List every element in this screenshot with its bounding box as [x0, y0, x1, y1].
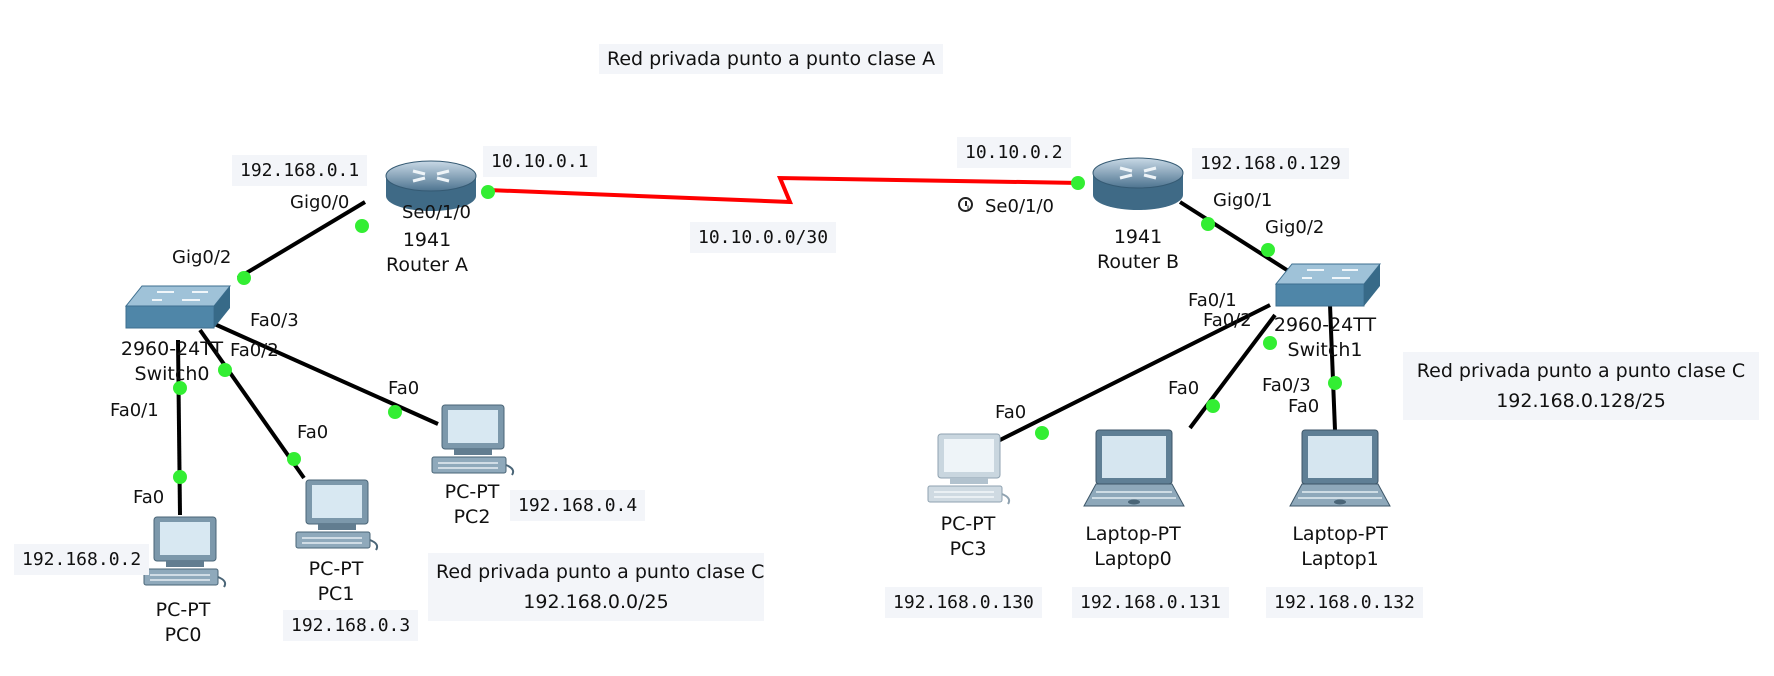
laptop0-name: Laptop0 [1094, 548, 1172, 570]
switch1-model: 2960-24TT [1273, 314, 1377, 336]
label-pc2: PC-PT PC2 [445, 480, 500, 530]
laptop-icon [1083, 429, 1185, 507]
switch0-name: Switch0 [134, 363, 210, 385]
pc1-name: PC1 [317, 583, 355, 605]
port-pc3-fa0: Fa0 [995, 402, 1027, 423]
label-router-b: 1941 Router B [1097, 225, 1179, 275]
pc0[interactable] [138, 515, 230, 591]
router-b[interactable] [1090, 153, 1186, 213]
port-rb-se010: Se0/1/0 [985, 196, 1054, 217]
ip-router-b-serial[interactable]: 10.10.0.2 [957, 137, 1071, 168]
port-sw1-fa02: Fa0/2 [1203, 310, 1252, 331]
ip-router-b-gig[interactable]: 192.168.0.129 [1192, 148, 1349, 179]
pc1[interactable] [290, 478, 382, 554]
router-a[interactable] [383, 158, 479, 214]
port-sw1-fa01: Fa0/1 [1188, 290, 1237, 311]
note-left-class-c[interactable]: Red privada punto a punto clase C 192.16… [428, 553, 764, 621]
laptop1-name: Laptop1 [1301, 548, 1379, 570]
router-a-model: 1941 [402, 229, 452, 251]
label-router-a: 1941 Router A [386, 228, 468, 278]
ip-pc3[interactable]: 192.168.0.130 [885, 587, 1042, 618]
port-sw0-gig02: Gig0/2 [172, 247, 232, 268]
note-left-class-c-title: Red privada punto a punto clase C [436, 561, 765, 583]
label-pc0: PC-PT PC0 [156, 598, 211, 648]
label-switch1: 2960-24TT Switch1 [1274, 313, 1376, 363]
pc2[interactable] [426, 403, 518, 479]
label-pc3: PC-PT PC3 [941, 512, 996, 562]
link-routerb-switch1[interactable] [1178, 200, 1292, 274]
port-ra-se010: Se0/1/0 [402, 202, 471, 223]
pc3-model: PC-PT [940, 513, 996, 535]
pc0-model: PC-PT [155, 599, 211, 621]
port-sw1-fa03: Fa0/3 [1262, 375, 1311, 396]
ip-router-a-serial[interactable]: 10.10.0.1 [483, 146, 597, 177]
ip-router-a-gig[interactable]: 192.168.0.1 [232, 155, 368, 186]
pc0-name: PC0 [164, 624, 202, 646]
pc3[interactable] [922, 432, 1014, 508]
ip-pc2[interactable]: 192.168.0.4 [510, 490, 646, 521]
pc2-name: PC2 [453, 506, 491, 528]
router-icon [1092, 157, 1184, 210]
laptop0-model: Laptop-PT [1085, 523, 1181, 545]
link-switch0-pc1[interactable] [198, 328, 306, 480]
link-routera-switch0[interactable] [236, 200, 367, 280]
link-switch0-pc2[interactable] [209, 320, 439, 426]
switch1-name: Switch1 [1287, 339, 1363, 361]
laptop1[interactable] [1288, 428, 1392, 512]
link-switch0-pc0[interactable] [176, 339, 182, 516]
router-b-model: 1941 [1113, 226, 1163, 248]
pc2-model: PC-PT [444, 481, 500, 503]
ip-pc1[interactable]: 192.168.0.3 [283, 610, 419, 641]
label-laptop1: Laptop-PT Laptop1 [1292, 522, 1387, 572]
switch-icon [1274, 263, 1382, 307]
label-switch0: 2960-24TT Switch0 [121, 337, 223, 387]
pc-icon [295, 479, 379, 551]
pc1-model: PC-PT [308, 558, 364, 580]
note-wan-network[interactable]: 10.10.0.0/30 [690, 222, 837, 253]
router-a-name: Router A [385, 254, 469, 276]
port-sw0-fa03: Fa0/3 [250, 310, 299, 331]
port-sw0-fa02: Fa0/2 [230, 340, 279, 361]
label-pc1: PC-PT PC1 [309, 557, 364, 607]
clock-icon [958, 197, 973, 212]
laptop-icon [1289, 429, 1391, 507]
note-right-class-c-title: Red privada punto a punto clase C [1416, 360, 1746, 382]
link-serial-routera-routerb[interactable] [487, 175, 1081, 205]
port-laptop1-fa0: Fa0 [1288, 396, 1320, 417]
pc-icon [927, 433, 1011, 505]
laptop0[interactable] [1082, 428, 1186, 512]
port-ra-gig00: Gig0/0 [290, 192, 350, 213]
link-switch1-pc3[interactable] [989, 303, 1271, 447]
port-sw1-gig02: Gig0/2 [1265, 217, 1325, 238]
switch0-model: 2960-24TT [120, 338, 224, 360]
pc3-name: PC3 [949, 538, 987, 560]
port-pc1-fa0: Fa0 [297, 422, 329, 443]
ip-laptop1[interactable]: 192.168.0.132 [1266, 587, 1423, 618]
link-switch1-laptop1[interactable] [1328, 304, 1337, 431]
ip-laptop0[interactable]: 192.168.0.131 [1072, 587, 1229, 618]
note-right-class-c[interactable]: Red privada punto a punto clase C 192.16… [1403, 352, 1759, 420]
link-status-dots [173, 176, 1342, 484]
port-laptop0-fa0: Fa0 [1168, 378, 1200, 399]
port-pc2-fa0: Fa0 [388, 378, 420, 399]
port-pc0-fa0: Fa0 [133, 487, 165, 508]
router-icon [385, 160, 477, 211]
port-sw0-fa01: Fa0/1 [110, 400, 159, 421]
switch0[interactable] [122, 284, 232, 332]
label-laptop0: Laptop-PT Laptop0 [1085, 522, 1180, 572]
router-b-name: Router B [1096, 251, 1180, 273]
ip-pc0[interactable]: 192.168.0.2 [14, 544, 150, 575]
note-right-network: 192.168.0.128/25 [1496, 390, 1666, 412]
link-switch1-laptop0[interactable] [1188, 313, 1277, 430]
switch1[interactable] [1272, 262, 1382, 310]
port-rb-gig01: Gig0/1 [1213, 190, 1273, 211]
laptop1-model: Laptop-PT [1292, 523, 1388, 545]
note-class-a[interactable]: Red privada punto a punto clase A [599, 44, 944, 74]
switch-icon [124, 285, 232, 329]
pc-icon [143, 516, 227, 588]
note-left-network: 192.168.0.0/25 [523, 591, 669, 613]
pc-icon [431, 404, 515, 476]
